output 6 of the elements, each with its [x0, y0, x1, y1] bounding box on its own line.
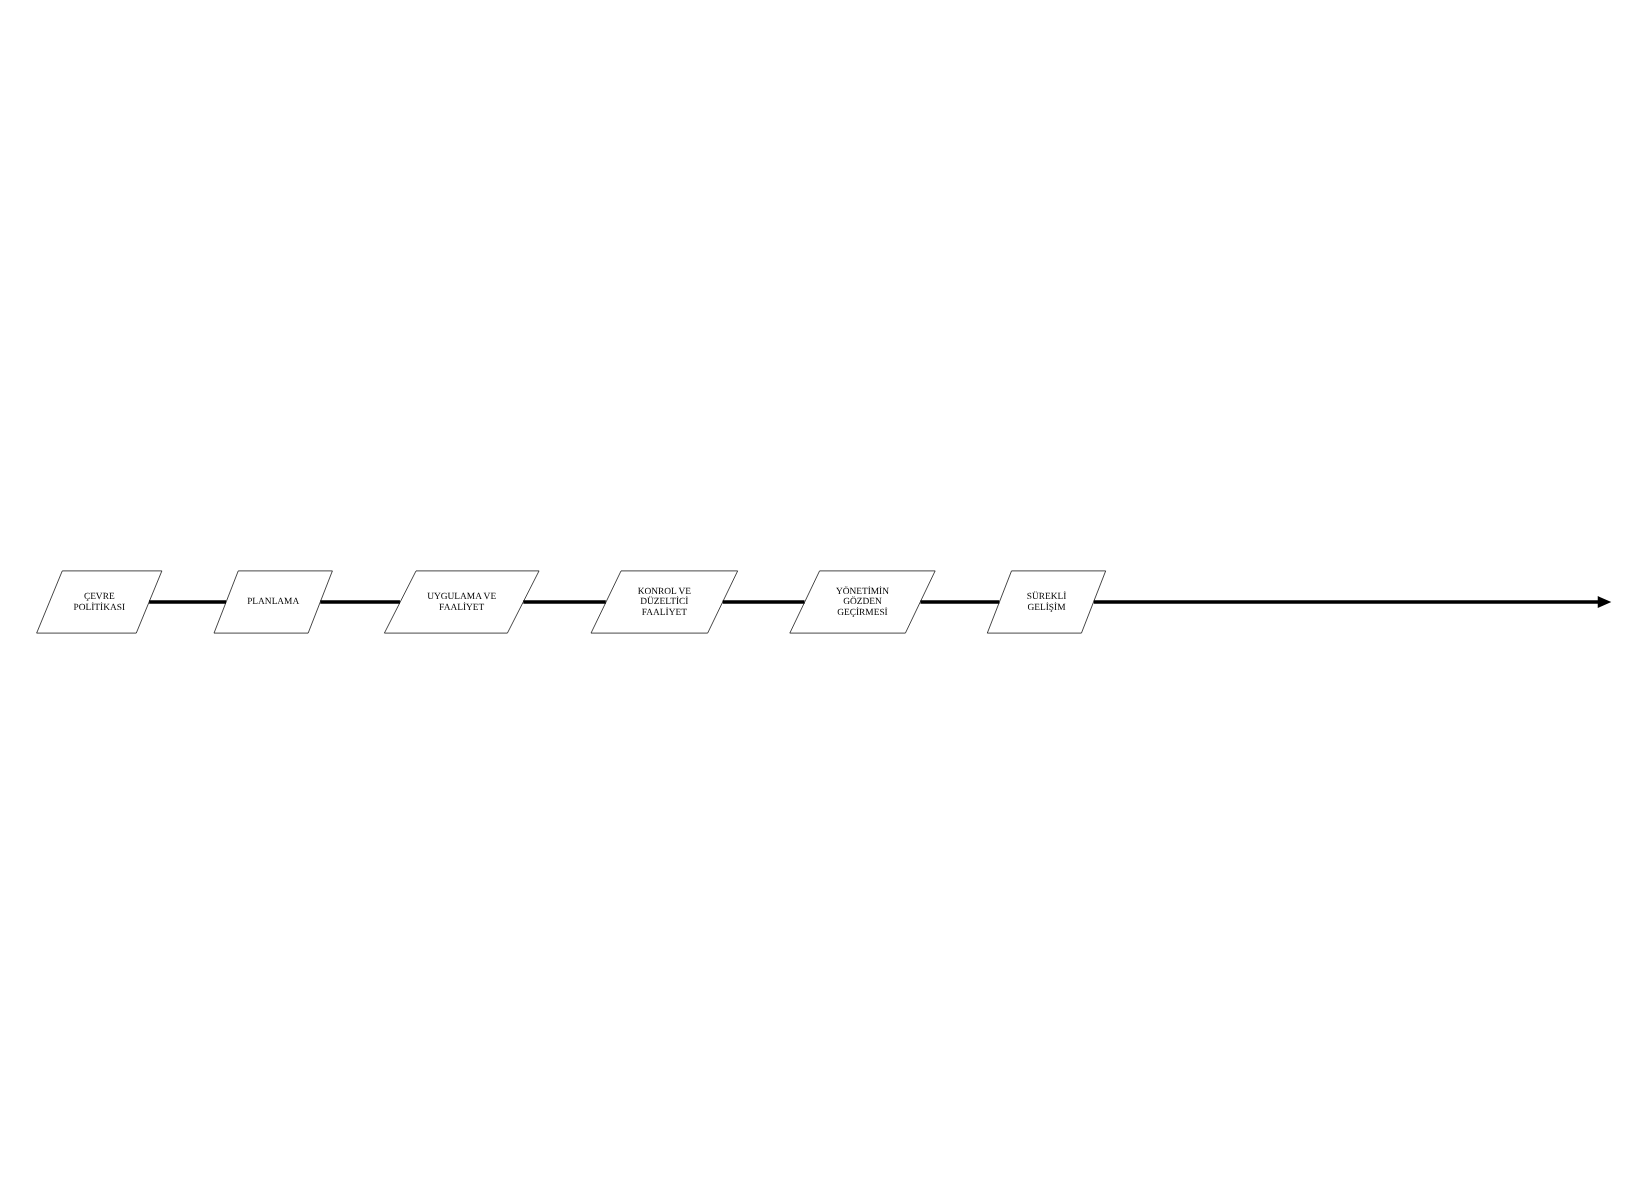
connector — [149, 599, 227, 603]
connector — [920, 599, 1000, 603]
connector — [523, 599, 606, 603]
arrow — [1093, 595, 1612, 607]
connector — [722, 599, 805, 603]
connector — [320, 599, 400, 603]
